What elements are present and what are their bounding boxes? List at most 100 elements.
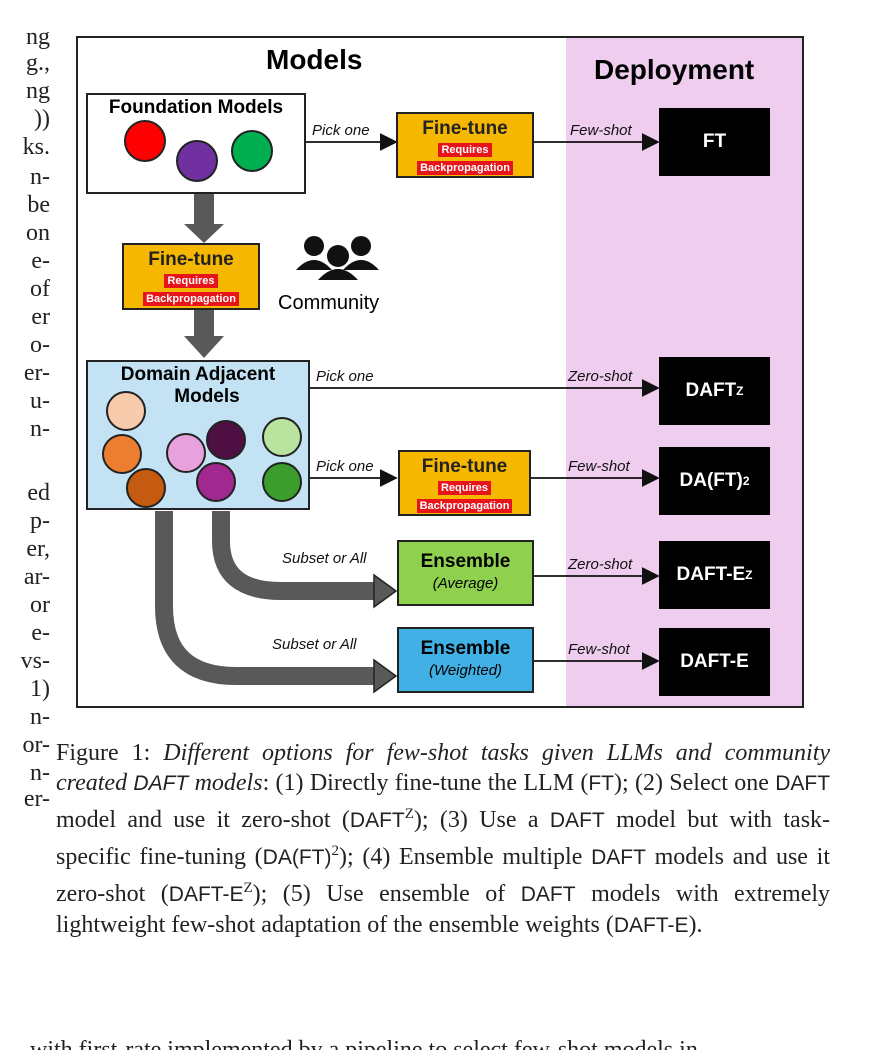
finetune-box-community: Fine-tune Requires Backpropagation [122, 243, 260, 310]
figure-caption: Figure 1: Different options for few-shot… [56, 738, 830, 941]
left-column-fragment: 1) [30, 676, 50, 702]
caption-text-9: models with extremely lightweight few-sh… [56, 881, 831, 938]
left-column-fragment: n- [30, 760, 50, 786]
left-column-fragment: )) [34, 106, 50, 132]
requires-label: Requires [438, 143, 492, 157]
caption-sup-z: Z [404, 806, 414, 822]
caption-daft: DAFT [520, 883, 576, 906]
left-column-fragment: e- [31, 248, 50, 274]
models-header: Models [266, 44, 363, 75]
deploy-daft2-base: DA(FT) [679, 470, 743, 491]
magenta-model-icon [196, 462, 236, 502]
caption-daft: DAFT [349, 809, 405, 832]
left-column-fragment: ar- [23, 564, 50, 590]
figure-panel: Models Deployment Foundation Models Fine… [76, 36, 804, 708]
left-column-fragment: er [31, 304, 50, 330]
left-column-fragment: of [30, 276, 50, 302]
zero-shot-label-daftz: Zero-shot [568, 368, 633, 385]
peach-model-icon [106, 391, 146, 431]
caption-daft: DAFT [591, 846, 646, 869]
caption-text-6: ); (4) Ensemble multiple [338, 844, 583, 870]
finetune-title: Fine-tune [422, 118, 508, 139]
left-column-fragment: n- [30, 704, 50, 730]
left-column-fragment: n- [30, 164, 50, 190]
darkgreen-model-icon [262, 462, 302, 502]
pick-one-label-lower: Pick one [316, 458, 374, 475]
caption-text-4: ); (3) Use a [413, 807, 539, 833]
few-shot-label-dafte: Few-shot [568, 641, 630, 658]
deploy-daft2-box: DA(FT)2 [659, 447, 770, 515]
finetune-box-top: Fine-tune Requires Backpropagation [396, 112, 534, 178]
deploy-dafte-box: DAFT-E [659, 628, 770, 696]
left-column-fragment: ng [26, 78, 50, 104]
subset-or-all-label-average: Subset or All [282, 550, 367, 567]
ensemble-average-box: Ensemble (Average) [397, 540, 534, 606]
caption-text-10: ). [688, 912, 703, 938]
ensemble-average-title: Ensemble [420, 551, 511, 572]
left-column-fragment: u- [30, 388, 50, 414]
ensemble-weighted-sub: (Weighted) [428, 662, 503, 679]
caption-dafte: DAFT-E [613, 914, 689, 937]
caption-ft: FT [588, 772, 614, 795]
caption-daft: DAFT [133, 772, 189, 795]
caption-daft: DAFT [775, 772, 831, 795]
few-shot-label-ft: Few-shot [570, 122, 632, 139]
caption-text-1: : (1) Directly fine-tune the LLM ( [262, 770, 589, 796]
deploy-daft2-sup: 2 [742, 474, 750, 488]
few-shot-label-daft2: Few-shot [568, 458, 630, 475]
caption-text-2: ); (2) Select one [614, 770, 769, 796]
zero-shot-label-dafte-z: Zero-shot [568, 556, 633, 573]
pick-one-label-zero: Pick one [316, 368, 374, 385]
curve-arrow-average [212, 511, 376, 600]
left-column-fragment: er- [23, 360, 50, 386]
deploy-dafte-z-sup: Z [745, 568, 753, 582]
ensemble-weighted-title: Ensemble [420, 638, 511, 659]
left-column-fragment: n- [30, 416, 50, 442]
domain-title-line2: Models [174, 386, 240, 407]
finetune-title: Fine-tune [421, 456, 508, 477]
left-column-fragment: ed [27, 480, 50, 506]
caption-text-3: model and use it zero-shot ( [56, 807, 350, 833]
caption-sup-2: 2 [331, 843, 339, 859]
deploy-ft-box: FT [659, 108, 770, 176]
left-column-fragment: ng [26, 24, 50, 50]
foundation-models-title: Foundation Models [108, 97, 284, 118]
ensemble-weighted-box: Ensemble (Weighted) [397, 627, 534, 693]
requires-label: Requires [164, 274, 218, 288]
left-column-fragment: e- [31, 620, 50, 646]
gray-arrows [184, 194, 224, 358]
finetune-title: Fine-tune [148, 249, 234, 270]
left-column-fragment: er, [26, 536, 50, 562]
deploy-daftz-sup: Z [736, 384, 744, 398]
community-icon [296, 236, 379, 280]
left-column-fragment: vs- [20, 648, 50, 674]
curve-arrow-weighted [155, 511, 376, 685]
backprop-label: Backpropagation [416, 499, 513, 513]
lightgreen-model-icon [262, 417, 302, 457]
caption-text-8: ); (5) Use ensemble of [252, 881, 506, 907]
caption-text-7: models and use it zero-shot ( [56, 844, 830, 907]
caption-dafte: DAFT-E [168, 883, 244, 906]
left-column-fragment: o- [30, 332, 50, 358]
subset-or-all-label-weighted: Subset or All [272, 636, 357, 653]
bottom-cut-text: with first-rate implemented by a pipelin… [30, 1037, 698, 1050]
plum-model-icon [206, 420, 246, 460]
left-column-fragment: or- [22, 732, 50, 758]
purple-model-icon [176, 140, 218, 182]
pink-model-icon [166, 433, 206, 473]
left-column-fragment: be [27, 192, 50, 218]
left-column-fragment: on [26, 220, 50, 246]
caption-sup-z: Z [243, 880, 253, 896]
pick-one-label-top: Pick one [312, 122, 370, 139]
orange-model-icon [102, 434, 142, 474]
finetune-box-lower: Fine-tune Requires Backpropagation [398, 450, 531, 516]
caption-daft2: DA(FT) [262, 846, 332, 869]
deploy-dafte-z-base: DAFT-E [676, 564, 746, 585]
caption-italic-2: models [194, 770, 263, 796]
left-column-fragment: g., [26, 50, 50, 76]
deploy-dafte-label: DAFT-E [680, 651, 749, 672]
deploy-daftz-base: DAFT [685, 380, 737, 401]
deployment-header: Deployment [594, 54, 755, 85]
